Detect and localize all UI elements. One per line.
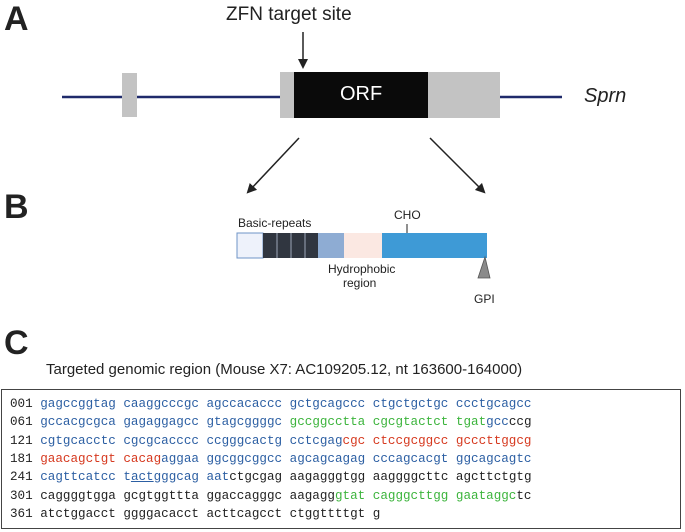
c-terminal-domain <box>382 233 487 258</box>
sequence-segment-red: cgc ctccgcggcc gcccttggcg <box>342 433 532 448</box>
utr-3-block <box>428 72 500 118</box>
sequence-line-number: 301 <box>10 488 41 503</box>
sequence-line-number: 121 <box>10 433 41 448</box>
hydrophobic-label-line2: region <box>343 276 377 290</box>
utr-5-block <box>280 72 294 118</box>
expansion-arrow-left <box>246 137 300 194</box>
cho-label: CHO <box>394 208 421 222</box>
sequence-line: 361 atctggacct ggggacacct acttcagcct ctg… <box>10 507 380 522</box>
gpi-label: GPI <box>474 292 495 306</box>
hydrophobic-region-block <box>344 233 382 258</box>
sequence-box: 001 gagccggtag caaggcccgc agccacaccc gct… <box>1 389 681 529</box>
orf-label: ORF <box>340 83 383 105</box>
sequence-line-number: 241 <box>10 470 41 485</box>
panel-a-letter: A <box>4 0 29 38</box>
sequence-segment-green: gccggcctta cgcgtactct tgat <box>289 415 487 430</box>
sequence-line: 241 cagttcatcc tactgggcag aatctgcgag aag… <box>10 470 532 485</box>
panel-c-letter: C <box>4 324 29 362</box>
sequence-segment-black: atctggacct ggggacacct acttcagcct ctggttt… <box>40 506 381 521</box>
sequence-segment-black: ctgcgag aagagggtgg aaggggcttc agcttctgtg <box>229 470 532 485</box>
basic-repeats-label: Basic-repeats <box>238 216 312 230</box>
sequence-line: 181 gaacagctgt cacagaggaa ggcggcggcc agc… <box>10 452 531 467</box>
sequence-segment-blue: gggcag aat <box>153 470 230 485</box>
sequence-segment-green: gtat cagggcttgg gaataggc <box>334 488 517 503</box>
signal-peptide <box>236 232 264 259</box>
sequence-segment-blue: gagccggtag caaggcccgc agccacaccc gctgcag… <box>40 397 532 411</box>
sequence-segment-blue: aggaa ggcggcggcc agcagcagag cccagcacgt g… <box>161 451 532 466</box>
sequence-line-number: 181 <box>10 451 41 466</box>
gpi-anchor <box>477 255 491 279</box>
sequence-line: 001 gagccggtag caaggcccgc agccacaccc gct… <box>10 397 531 412</box>
sequence-segment-black: ccg <box>508 415 532 430</box>
sequence-line: 301 caggggtgga gcgtggttta ggaccagggc aag… <box>10 489 532 504</box>
exon-1 <box>122 73 137 117</box>
sequence-segment-blue: gcc <box>486 415 509 430</box>
expansion-arrow-right <box>429 137 486 194</box>
panel-b-letter: B <box>4 188 29 226</box>
sequence-segment-blue: gccacgcgca gagaggagcc gtagcggggc <box>40 415 290 430</box>
sequence-segment-red: gaacagctgt cacag <box>40 451 162 466</box>
targeted-region-title: Targeted genomic region (Mouse X7: AC109… <box>46 361 523 378</box>
sequence-segment-black: tc <box>516 488 532 503</box>
hydrophobic-label-line1: Hydrophobic <box>328 262 396 276</box>
gene-structure-diagram <box>62 32 562 194</box>
sequence-line-number: 061 <box>10 415 41 430</box>
sequence-segment-black: caggggtgga gcgtggttta ggaccagggc aagagg <box>40 488 335 503</box>
orf-block <box>294 72 428 118</box>
linker-block <box>318 233 344 258</box>
gene-name-label: Sprn <box>584 85 627 107</box>
sequence-segment-blue: act <box>130 470 154 485</box>
sequence-line: 121 cgtgcacctc cgcgcacccc ccgggcactg cct… <box>10 434 531 449</box>
sequence-segment-blue: cagttcatcc t <box>40 470 131 485</box>
sequence-line-number: 361 <box>10 506 41 521</box>
sequence-line-number: 001 <box>10 397 41 411</box>
protein-domain-diagram <box>236 224 491 279</box>
sequence-segment-blue: cgtgcacctc cgcgcacccc ccgggcactg cctcgag <box>40 433 343 448</box>
zfn-target-label: ZFN target site <box>226 4 352 25</box>
sequence-line: 061 gccacgcgca gagaggagcc gtagcggggc gcc… <box>10 415 532 430</box>
